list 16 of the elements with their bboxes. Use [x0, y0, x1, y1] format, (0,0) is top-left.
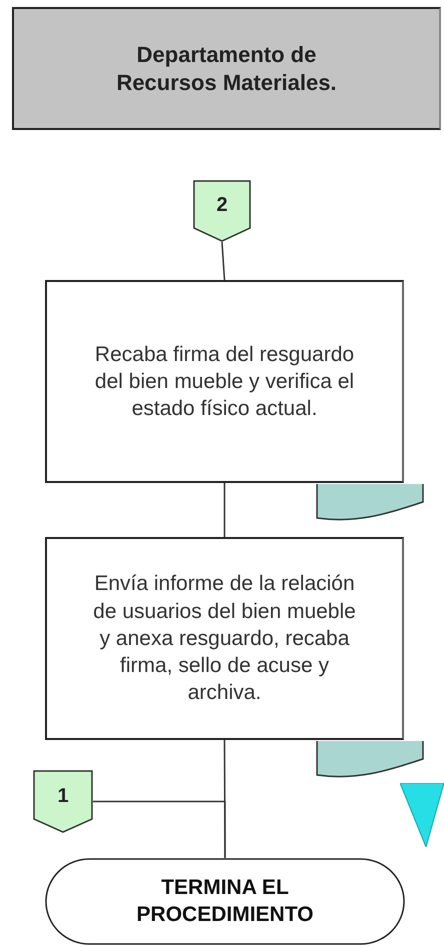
connector-line [221, 242, 226, 280]
node-text: TERMINA EL PROCEDIMIENTO [136, 875, 314, 928]
node-text: Recaba firma del resguardo del bien mueble y verifica el estado físico actual. [94, 342, 356, 422]
off-page-connector [193, 180, 251, 242]
node-text: Envía informe de la relación de usuarios del bien mueble y anexa resguardo, recaba firma, sello de acuse y archiva. [92, 571, 357, 706]
node-text: 1 [57, 784, 69, 808]
connector-line [224, 740, 226, 858]
process-box [45, 537, 404, 740]
node-text: Departamento de Recursos Materiales. [115, 41, 338, 96]
archive-triangle [400, 783, 444, 847]
connector-line [224, 483, 226, 537]
off-page-connector [33, 770, 93, 833]
header-band [12, 7, 441, 130]
process-box [45, 280, 404, 483]
connector-line [93, 800, 226, 858]
node-text: 2 [216, 193, 228, 218]
